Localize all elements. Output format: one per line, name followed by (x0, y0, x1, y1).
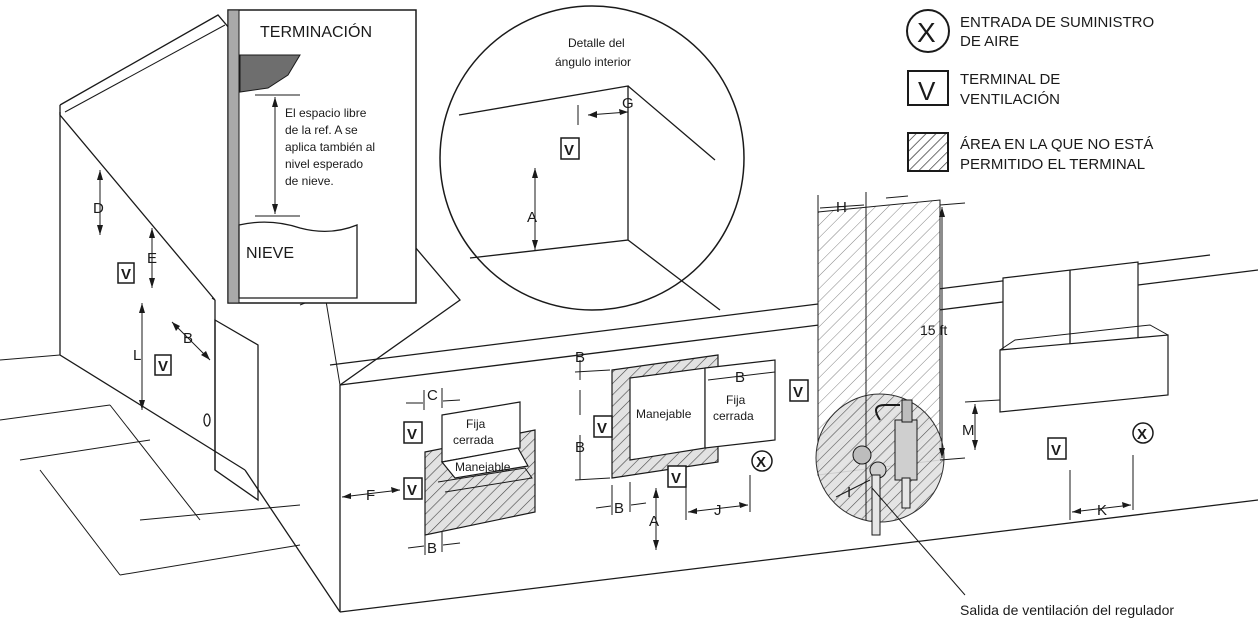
svg-text:X: X (1137, 426, 1147, 443)
svg-text:V: V (793, 384, 803, 401)
dim-d-label: D (93, 200, 104, 217)
dim-h-label: H (836, 199, 847, 216)
vent-terminal (117, 262, 135, 284)
vent-cap-icon (239, 54, 301, 93)
snow-bank (238, 221, 358, 299)
svg-text:aplica también al: aplica también al (285, 140, 375, 154)
dim-b-label: B (614, 500, 624, 517)
door-knob (203, 413, 211, 427)
svg-text:X: X (917, 17, 936, 48)
dim-e-label: E (147, 250, 157, 267)
vent-terminal (560, 137, 580, 160)
window-fixed-label: Fija (466, 417, 486, 431)
wall-left-base (59, 112, 246, 471)
svg-text:PERMITIDO EL TERMINAL: PERMITIDO EL TERMINAL (960, 156, 1145, 173)
regulator-zone: H 15 ft I Salida de ventilación del regu… (815, 192, 1174, 618)
termination-inset: TERMINACIÓN El espacio libre de la ref. … (227, 9, 417, 304)
dim-f-label: F (366, 487, 375, 504)
svg-text:V: V (1051, 442, 1061, 459)
svg-text:nivel esperado: nivel esperado (285, 157, 363, 171)
dim-b-label: B (735, 369, 745, 386)
svg-text:DE AIRE: DE AIRE (960, 33, 1019, 50)
legend-vent: TERMINAL DE (960, 71, 1060, 88)
vent-legend-icon (907, 70, 949, 106)
dim-i-label: I (847, 484, 851, 501)
legend-supply-air: ENTRADA DE SUMINISTRO (960, 14, 1154, 31)
vent-terminal (154, 354, 172, 376)
svg-text:V: V (121, 266, 131, 283)
dim-b-label: B (575, 349, 585, 366)
dim-b-label-left: B (183, 330, 193, 347)
dim-c-label: C (427, 387, 438, 404)
dim-g-label: G (622, 95, 634, 112)
svg-text:de la ref. A se: de la ref. A se (285, 123, 358, 137)
window-fixed-label: Fija (726, 393, 746, 407)
svg-text:X: X (756, 454, 766, 471)
dim-b-label: B (575, 439, 585, 456)
planter-box (999, 334, 1169, 413)
regulator-vent-label: Salida de ventilación del regulador (960, 602, 1174, 618)
svg-text:cerrada: cerrada (713, 409, 754, 423)
svg-text:V: V (597, 420, 607, 437)
vent-terminal (403, 477, 423, 500)
corner-title: Detalle del (568, 36, 625, 50)
dim-b-label: B (427, 540, 437, 557)
window-operable-label: Manejable (636, 407, 692, 421)
house (0, 14, 1258, 613)
left-wall-dims: D E L B V V (93, 170, 211, 410)
dim-a-label-corner: A (527, 209, 537, 226)
termination-title: TERMINACIÓN (260, 22, 372, 41)
gas-regulator-icon (852, 399, 918, 536)
svg-text:VENTILACIÓN: VENTILACIÓN (960, 91, 1060, 108)
dim-l-label: L (133, 347, 141, 364)
window-center: Manejable Fija cerrada B B V B V V B A (574, 349, 809, 550)
svg-text:V: V (407, 426, 417, 443)
vent-terminal (667, 465, 687, 488)
svg-text:V: V (564, 142, 574, 159)
door (214, 318, 259, 502)
svg-text:cerrada: cerrada (453, 433, 494, 447)
vent-terminal (1047, 437, 1067, 460)
window-left: Fija cerrada Manejable C V F V B (341, 387, 536, 557)
dim-a-label: A (649, 513, 659, 530)
svg-text:V: V (158, 358, 168, 375)
svg-text:ángulo interior: ángulo interior (555, 55, 631, 69)
roof-eave-left (59, 105, 216, 301)
wall-base-front (339, 499, 1258, 613)
svg-text:V: V (918, 76, 936, 106)
window-operable-label: Manejable (455, 460, 511, 474)
supply-air-inlet (751, 450, 773, 472)
svg-text:V: V (671, 470, 681, 487)
supply-air-legend-icon (906, 9, 950, 53)
legend: X ENTRADA DE SUMINISTRO DE AIRE V TERMIN… (906, 9, 1154, 173)
vent-terminal (789, 379, 809, 402)
svg-text:de nieve.: de nieve. (285, 174, 334, 188)
inside-corner-inset: Detalle del ángulo interior G V A (439, 5, 745, 311)
termination-note: El espacio libre (285, 106, 367, 120)
supply-air-inlet (1132, 422, 1154, 444)
no-terminal-legend-icon (907, 132, 949, 172)
vent-terminal (593, 415, 613, 438)
vent-terminal (403, 421, 423, 444)
dim-j-label: J (714, 502, 722, 519)
dim-15ft-label: 15 ft (920, 322, 947, 338)
legend-no-area: ÁREA EN LA QUE NO ESTÁ (960, 136, 1153, 153)
window-right: M V X K (962, 261, 1169, 520)
snow-label: NIEVE (246, 245, 294, 262)
dim-k-label: K (1097, 502, 1107, 519)
dim-m-label: M (962, 422, 975, 439)
svg-text:V: V (407, 482, 417, 499)
